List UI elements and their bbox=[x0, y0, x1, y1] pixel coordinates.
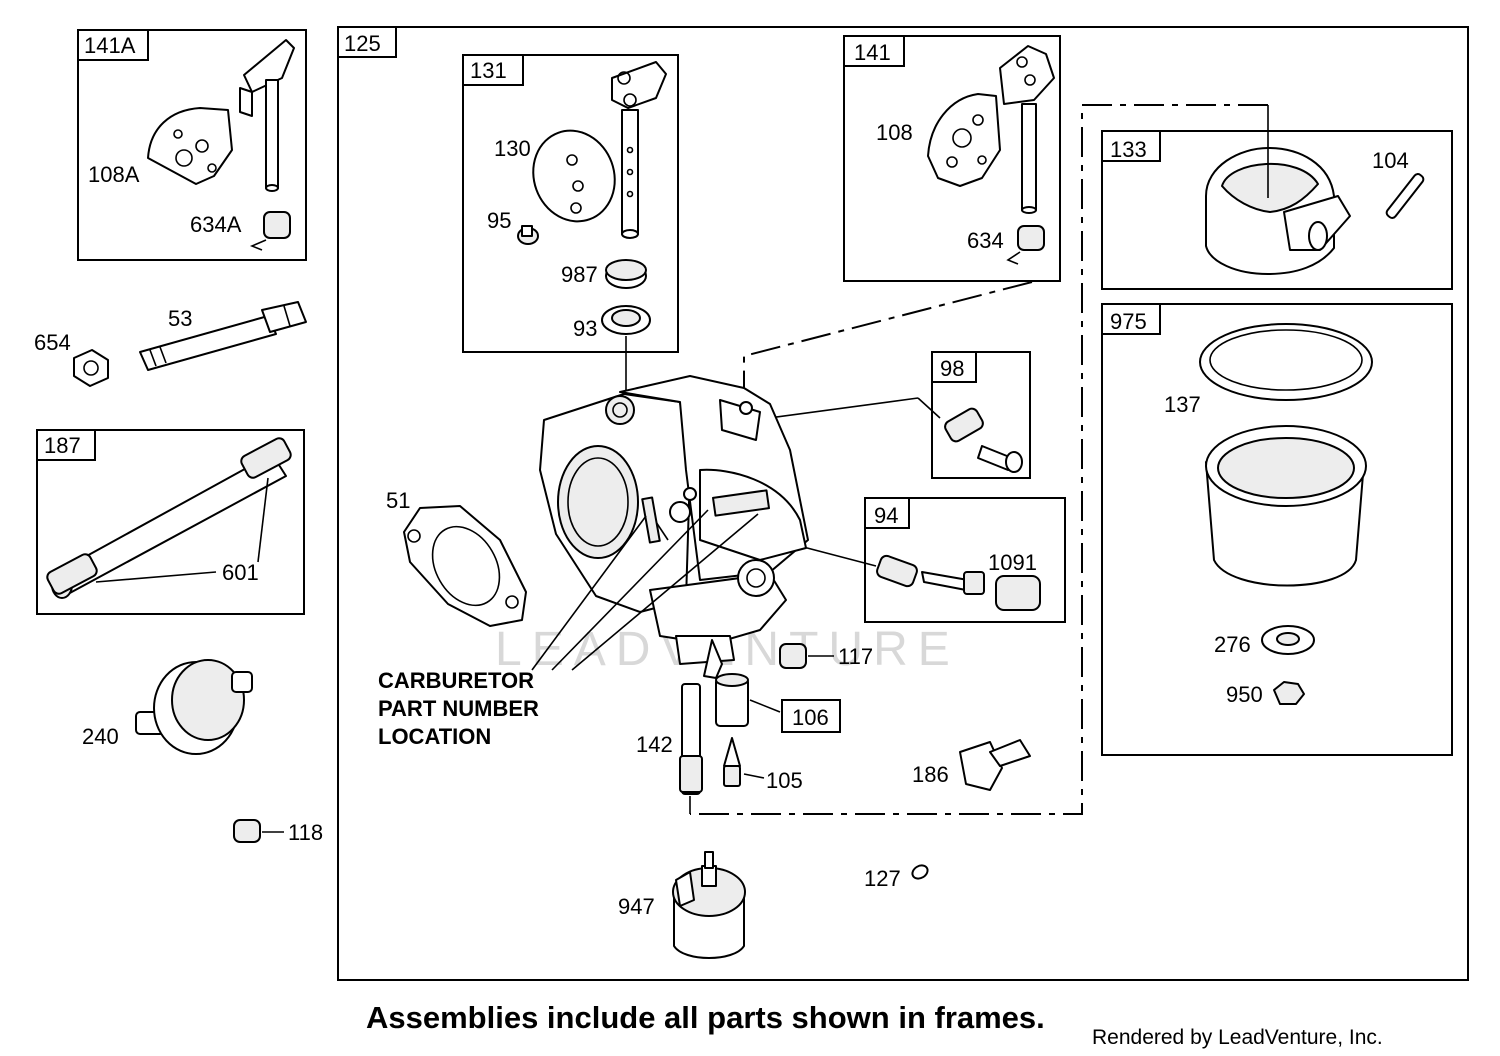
label-104: 104 bbox=[1372, 148, 1409, 173]
choke-shaft-141-icon bbox=[999, 45, 1055, 214]
label-947: 947 bbox=[618, 894, 655, 919]
label-634: 634 bbox=[967, 228, 1004, 253]
part-105: 105 bbox=[723, 737, 803, 793]
label-95: 95 bbox=[487, 208, 511, 233]
choke-plate-141-icon bbox=[927, 93, 1001, 187]
washer-276 bbox=[1261, 625, 1315, 655]
solenoid-icon: 947 bbox=[618, 851, 746, 959]
nut-654: 654 bbox=[34, 330, 109, 387]
label-53: 53 bbox=[168, 306, 192, 331]
label-601: 601 bbox=[222, 560, 259, 585]
callout-line2: PART NUMBER bbox=[378, 696, 539, 721]
throttle-shaft-icon bbox=[239, 39, 295, 192]
label-137: 137 bbox=[1164, 392, 1201, 417]
throttle-plate-icon bbox=[532, 129, 616, 223]
fuel-fitting-53: 53 bbox=[139, 301, 307, 371]
frame-label-98: 98 bbox=[940, 356, 964, 381]
frame-141: 141 108 634 bbox=[843, 35, 1061, 282]
float-bowl-icon bbox=[1205, 425, 1367, 587]
part-127: 127 bbox=[864, 864, 929, 891]
part-118: 118 bbox=[233, 819, 323, 845]
label-634A: 634A bbox=[190, 212, 242, 237]
frame-label-94: 94 bbox=[874, 503, 898, 528]
frame-125: 125 bbox=[337, 26, 1469, 981]
throttle-shaft-131-icon bbox=[611, 61, 667, 239]
label-654: 654 bbox=[34, 330, 71, 355]
label-142: 142 bbox=[636, 732, 673, 757]
spring-94 bbox=[876, 554, 918, 588]
label-118: 118 bbox=[288, 820, 323, 845]
frame-133: 133 104 bbox=[1101, 105, 1453, 290]
callout-line1: CARBURETOR bbox=[378, 668, 534, 693]
float-icon bbox=[1205, 147, 1351, 275]
label-93: 93 bbox=[573, 316, 597, 341]
seal-987 bbox=[605, 259, 647, 289]
label-1091: 1091 bbox=[988, 550, 1037, 575]
label-105: 105 bbox=[766, 768, 803, 793]
part-106: 106 bbox=[715, 673, 841, 733]
label-127: 127 bbox=[864, 866, 901, 891]
label-240: 240 bbox=[82, 724, 119, 749]
frame-94: 94 1091 bbox=[864, 497, 1066, 623]
spring-98 bbox=[944, 407, 984, 443]
frame-label-133: 133 bbox=[1110, 137, 1147, 162]
label-950: 950 bbox=[1226, 682, 1263, 707]
gasket-51: 51 bbox=[386, 488, 527, 627]
seal-93 bbox=[601, 305, 651, 335]
frame-label-141: 141 bbox=[854, 40, 891, 65]
fuel-line-icon bbox=[46, 437, 292, 599]
spring-634 bbox=[1006, 225, 1045, 265]
label-51: 51 bbox=[386, 488, 410, 513]
choke-plate-icon bbox=[147, 107, 233, 185]
label-130: 130 bbox=[494, 136, 531, 161]
screw-98 bbox=[977, 445, 1023, 473]
callout-line3: LOCATION bbox=[378, 724, 491, 749]
needle-94 bbox=[921, 571, 985, 595]
fuel-filter-icon: 240 bbox=[82, 659, 253, 755]
screw-95 bbox=[517, 225, 539, 245]
cap-1091 bbox=[995, 575, 1041, 611]
bolt-950 bbox=[1273, 681, 1305, 705]
part-117: 117 bbox=[779, 643, 873, 669]
part-186: 186 bbox=[912, 739, 1031, 791]
pin-104 bbox=[1385, 173, 1425, 219]
frame-98: 98 bbox=[931, 351, 1031, 479]
label-186: 186 bbox=[912, 762, 949, 787]
frame-131: 131 130 95 9 bbox=[462, 54, 679, 353]
label-108: 108 bbox=[876, 120, 913, 145]
spring-icon bbox=[249, 211, 291, 251]
frame-label-131: 131 bbox=[470, 58, 507, 83]
carburetor-body-icon bbox=[539, 375, 809, 679]
label-108A: 108A bbox=[88, 162, 140, 187]
assemblies-note: Assemblies include all parts shown in fr… bbox=[366, 1000, 1045, 1035]
frame-label-975: 975 bbox=[1110, 309, 1147, 334]
frame-975: 975 137 276 950 bbox=[1101, 303, 1453, 756]
label-276: 276 bbox=[1214, 632, 1251, 657]
rendered-by: Rendered by LeadVenture, Inc. bbox=[1092, 1026, 1383, 1049]
frame-141A: 141A 108A 634A bbox=[77, 29, 307, 261]
label-117: 117 bbox=[838, 644, 873, 669]
part-142: 142 bbox=[636, 683, 703, 814]
frame-label-125: 125 bbox=[344, 31, 381, 56]
label-987: 987 bbox=[561, 262, 598, 287]
frame-label-187: 187 bbox=[44, 433, 81, 458]
gasket-137 bbox=[1199, 323, 1373, 401]
frame-label-141A: 141A bbox=[84, 33, 136, 58]
label-106: 106 bbox=[792, 705, 829, 730]
frame-187: 187 601 bbox=[36, 429, 305, 615]
